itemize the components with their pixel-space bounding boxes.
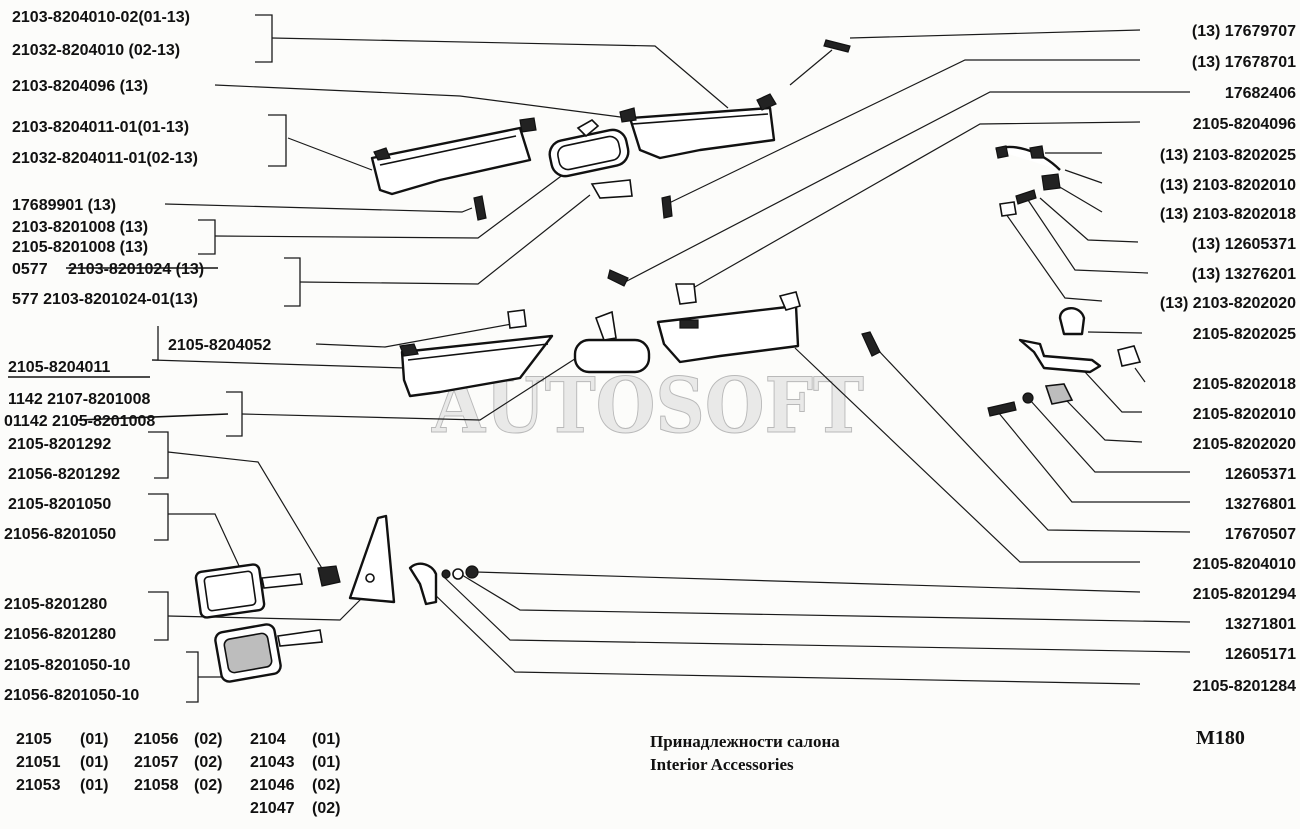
label: 21056-8201050 bbox=[4, 526, 116, 543]
label: 577 2103-8201024-01(13) bbox=[12, 291, 198, 308]
model-group: (01) bbox=[312, 731, 340, 748]
mirror-screw-lower bbox=[607, 269, 629, 287]
model-group: (01) bbox=[80, 754, 108, 771]
label: 2105-8201280 bbox=[4, 596, 107, 613]
label: 2105-8202020 bbox=[1193, 436, 1296, 453]
visor-screw-upper bbox=[823, 39, 851, 53]
label: 2105-8204096 bbox=[1193, 116, 1296, 133]
mirror-screw-upper bbox=[661, 195, 673, 219]
label: 01142 2105-8201008 bbox=[4, 413, 155, 430]
label: (13) 2103-8202020 bbox=[1160, 295, 1296, 312]
figure-code: M180 bbox=[1196, 727, 1245, 749]
label: 12605171 bbox=[1225, 646, 1296, 663]
sun-visor-lower-left bbox=[400, 334, 554, 398]
label: 21056-8201292 bbox=[8, 466, 120, 483]
label: 2105-8201284 bbox=[1193, 678, 1296, 695]
mirror-bracket bbox=[408, 562, 438, 606]
label: 17682406 bbox=[1225, 85, 1296, 102]
label: 2103-8201008 (13) bbox=[12, 219, 148, 236]
sun-visor-lower-right bbox=[656, 304, 800, 364]
model-group: (02) bbox=[194, 731, 222, 748]
label: 2105-8201050-10 bbox=[4, 657, 130, 674]
model-group: (01) bbox=[312, 754, 340, 771]
left-labels: 2103-8204010-02(01-13) 21032-8204010 (02… bbox=[4, 9, 271, 704]
label: 2105-8201292 bbox=[8, 436, 111, 453]
label: (13) 17678701 bbox=[1192, 54, 1296, 71]
title-ru: Принадлежности салона bbox=[650, 732, 840, 751]
sun-visor-upper-left bbox=[370, 126, 532, 196]
title-en: Interior Accessories bbox=[650, 755, 794, 774]
model-code: 21043 bbox=[250, 754, 295, 771]
label: 2105-8202010 bbox=[1193, 406, 1296, 423]
visor-screw-right bbox=[861, 331, 881, 357]
label: 2105-8201294 bbox=[1193, 586, 1296, 603]
triangle-mount bbox=[348, 514, 396, 604]
model-code: 21057 bbox=[134, 754, 179, 771]
model-code: 21053 bbox=[16, 777, 61, 794]
mirror-nut bbox=[317, 565, 341, 587]
label: 2105-8201050 bbox=[8, 496, 111, 513]
model-code: 21056 bbox=[134, 731, 179, 748]
model-table: 2105 (01) 21051 (01) 21053 (01) 21056 (0… bbox=[16, 731, 340, 817]
visor-clip-lower bbox=[507, 309, 527, 329]
label: (13) 17679707 bbox=[1192, 23, 1296, 40]
parts-drawings bbox=[194, 39, 1142, 683]
label: (13) 2103-8202010 bbox=[1160, 177, 1296, 194]
model-code: 2105 bbox=[16, 731, 52, 748]
model-group: (01) bbox=[80, 777, 108, 794]
label: 17689901 (13) bbox=[12, 197, 116, 214]
model-code: 21046 bbox=[250, 777, 295, 794]
label: 21056-8201280 bbox=[4, 626, 116, 643]
model-code: 21051 bbox=[16, 754, 61, 771]
label: (13) 13276201 bbox=[1192, 266, 1296, 283]
label: (13) 2103-8202018 bbox=[1160, 206, 1296, 223]
label: 2105-8204052 bbox=[168, 337, 271, 354]
label-brackets bbox=[148, 14, 301, 703]
label: (13) 2103-8202025 bbox=[1160, 147, 1296, 164]
model-group: (02) bbox=[194, 777, 222, 794]
label: 2105-8204010 bbox=[1193, 556, 1296, 573]
rear-mirror-lower bbox=[573, 338, 651, 374]
model-group: (01) bbox=[80, 731, 108, 748]
label: 1142 2107-8201008 bbox=[8, 391, 150, 408]
visor-clip-upper bbox=[756, 93, 777, 111]
label: 2105-8202018 bbox=[1193, 376, 1296, 393]
right-labels: (13) 17679707 (13) 17678701 17682406 210… bbox=[1160, 23, 1296, 695]
model-code: 2104 bbox=[250, 731, 286, 748]
label: 21032-8204011-01(02-13) bbox=[12, 150, 198, 167]
model-group: (02) bbox=[312, 777, 340, 794]
label: (13) 12605371 bbox=[1192, 236, 1296, 253]
label: 2105-8201008 (13) bbox=[12, 239, 148, 256]
label: 21032-8204010 (02-13) bbox=[12, 42, 180, 59]
label: 13271801 bbox=[1225, 616, 1296, 633]
label: 13276801 bbox=[1225, 496, 1296, 513]
grab-handle-2105 bbox=[1018, 338, 1102, 374]
label: 2103-8204096 (13) bbox=[12, 78, 148, 95]
label: 12605371 bbox=[1225, 466, 1296, 483]
label: 17670507 bbox=[1225, 526, 1296, 543]
visor-screw-left bbox=[473, 195, 487, 221]
label: 2105-8202025 bbox=[1193, 326, 1296, 343]
label: 2103-8204011-01(01-13) bbox=[12, 119, 189, 136]
sun-visor-upper-right bbox=[628, 106, 776, 160]
label: 21056-8201050-10 bbox=[4, 687, 139, 704]
model-code: 21058 bbox=[134, 777, 179, 794]
label: 2105-8204011 bbox=[8, 359, 110, 376]
label: 0577 2103-8201024 (13) bbox=[12, 261, 204, 278]
model-group: (02) bbox=[194, 754, 222, 771]
model-group: (02) bbox=[312, 800, 340, 817]
model-code: 21047 bbox=[250, 800, 295, 817]
label: 2103-8204010-02(01-13) bbox=[12, 9, 190, 26]
